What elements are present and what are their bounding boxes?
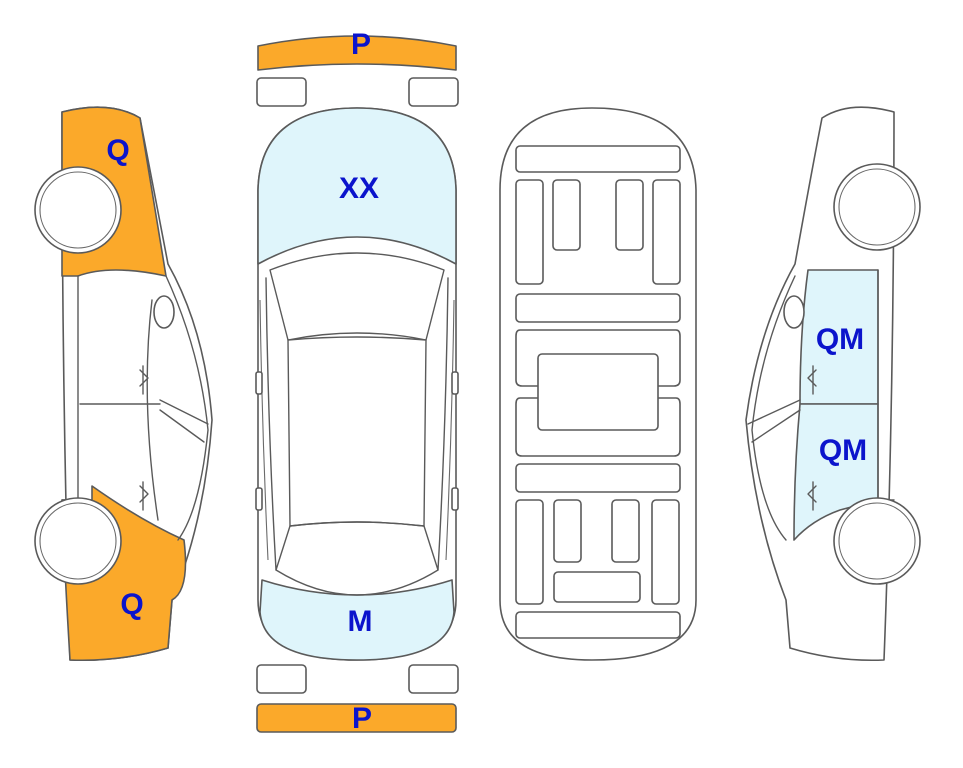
left-mirror-side: [153, 295, 175, 329]
underbody-view: [499, 107, 697, 661]
right-side-line: [437, 277, 449, 571]
right-mirror-side: [783, 295, 805, 329]
right-rear-door-label: QM: [819, 434, 867, 467]
right-rear-tire: [833, 497, 921, 585]
underbody-center-panel: [537, 353, 659, 431]
right-mirror: [451, 371, 459, 395]
trunk-label: M: [348, 605, 373, 638]
hood-label: XX: [339, 172, 379, 205]
front-right-wheel: [408, 77, 459, 107]
right-rear-door-panel[interactable]: [793, 403, 879, 541]
rear-left-wheel: [256, 664, 307, 694]
front-bumper-label: P: [351, 28, 371, 61]
rear-right-wheel: [408, 664, 459, 694]
rear-bumper-label: P: [352, 702, 372, 735]
damage-labels: P XX M P Q Q QM QM: [106, 28, 867, 735]
rear-bumper-panel[interactable]: [256, 703, 457, 733]
windshield: [269, 252, 445, 341]
left-front-fender-label: Q: [106, 134, 129, 167]
left-front-tire: [34, 166, 122, 254]
front-left-wheel: [256, 77, 307, 107]
left-side-line: [265, 277, 277, 571]
hood-panel[interactable]: [257, 107, 457, 265]
right-front-tire: [833, 163, 921, 251]
left-rear-quarter-label: Q: [120, 588, 143, 621]
top-view: [255, 35, 459, 733]
right-front-door-label: QM: [816, 323, 864, 356]
left-side-view: [34, 106, 213, 662]
left-rear-tire: [34, 497, 122, 585]
left-mirror: [255, 371, 263, 395]
right-side-view: [745, 106, 921, 662]
front-bumper-panel[interactable]: [257, 35, 457, 71]
